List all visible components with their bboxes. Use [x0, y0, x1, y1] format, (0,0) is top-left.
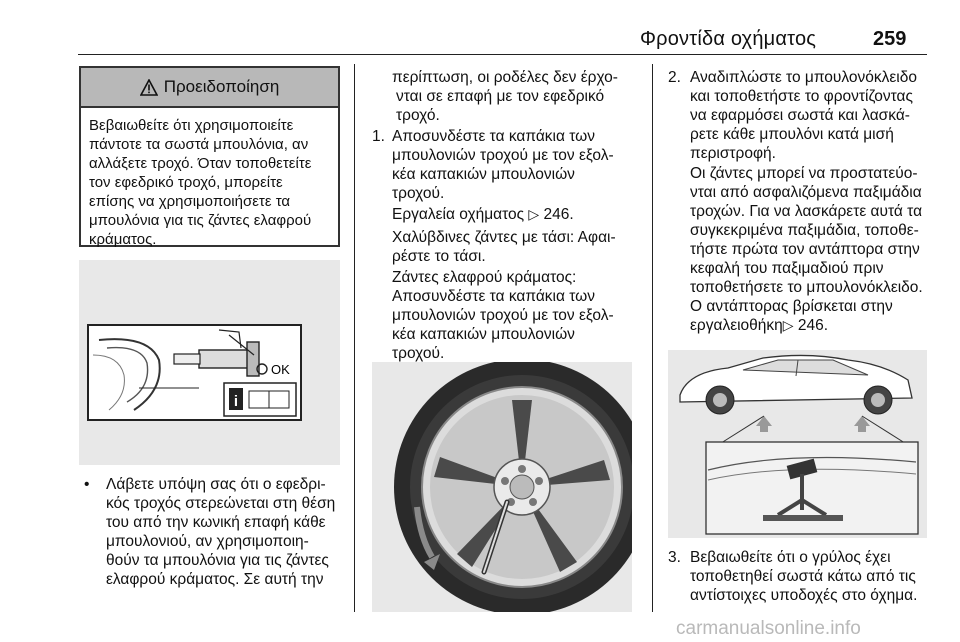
bullet-paragraph: Λάβετε υπόψη σας ότι ο εφεδρι- κός τροχό…	[106, 476, 336, 588]
wheel-bolt-illustration: OK i	[87, 324, 302, 421]
column-separator-2	[652, 64, 653, 612]
tools-reference: Εργαλεία οχήματος ▷ 246.	[392, 206, 574, 223]
watermark: carmanualsonline.info	[676, 618, 861, 639]
locking-nuts-note: Οι ζάντες μπορεί να προστατεύο- νται από…	[690, 165, 923, 334]
bullet-marker: •	[84, 476, 90, 493]
alloy-wheel-illustration	[394, 359, 650, 615]
ok-label: OK	[271, 362, 290, 377]
column-separator-1	[354, 64, 355, 612]
warning-header: Προειδοποίηση	[81, 68, 338, 108]
header-rule	[78, 54, 927, 55]
reference-arrow-icon: ▷	[528, 206, 540, 222]
wheel-bolt-figure: OK i	[79, 260, 340, 465]
step1-number: 1.	[372, 128, 385, 145]
warning-box: Προειδοποίηση Βεβαιωθείτε ότι χρησιμοποι…	[79, 66, 340, 248]
step3-text: Βεβαιωθείτε ότι ο γρύλος έχει τοποθετηθε…	[690, 549, 918, 604]
wheel-cap-removal-figure	[372, 359, 650, 615]
jack-position-figure	[668, 350, 927, 538]
warning-triangle-icon	[139, 78, 158, 96]
step2-text: Αναδιπλώστε το μπουλονόκλειδο και τοποθε…	[690, 69, 917, 162]
page-number: 259	[873, 28, 907, 50]
steel-rims-text: Χαλύβδινες ζάντες με τάσι: Αφαι- ρέστε τ…	[392, 229, 616, 265]
step3-number: 3.	[668, 549, 681, 566]
continuation-text: περίπτωση, οι ροδέλες δεν έρχο- νται σε …	[392, 69, 618, 124]
warning-title: Προειδοποίηση	[163, 77, 280, 96]
warning-text: Βεβαιωθείτε ότι χρησιμοποιείτε πάντοτε τ…	[89, 117, 312, 248]
step1-text: Αποσυνδέστε τα καπάκια των μπουλονιών τρ…	[392, 128, 614, 202]
running-header-title: Φροντίδα οχήματος	[640, 28, 817, 50]
info-icon: i	[234, 393, 238, 410]
step2-number: 2.	[668, 69, 681, 86]
car-jack-illustration	[679, 354, 919, 535]
alloy-rims-text: Ζάντες ελαφρού κράματος: Αποσυνδέστε τα …	[392, 269, 614, 362]
reference-arrow-icon: ▷	[782, 317, 794, 333]
